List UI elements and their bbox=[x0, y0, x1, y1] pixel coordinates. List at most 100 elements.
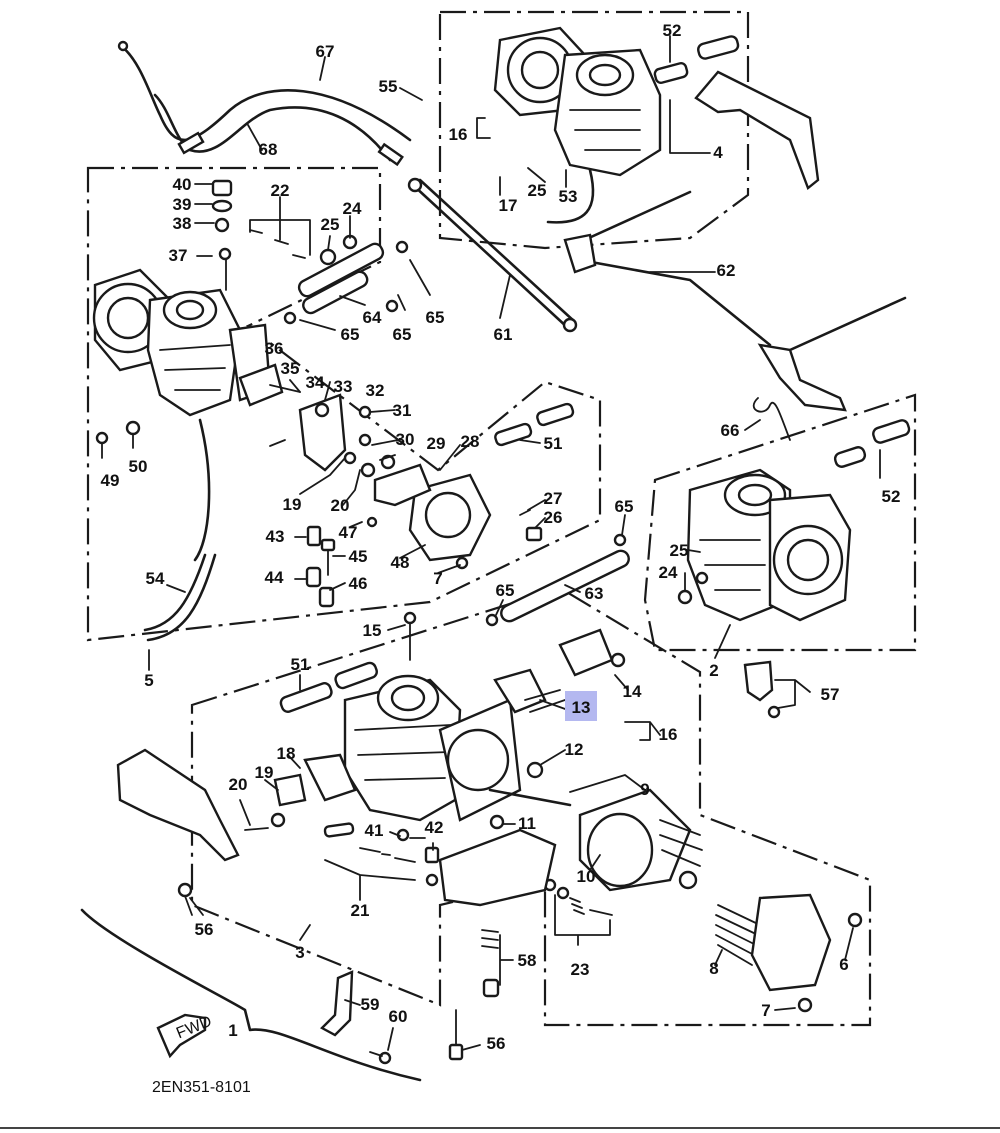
callout-7-mid[interactable]: 7 bbox=[433, 569, 442, 588]
callout-31[interactable]: 31 bbox=[393, 401, 412, 420]
callout-60[interactable]: 60 bbox=[389, 1007, 408, 1026]
callout-52-top[interactable]: 52 bbox=[663, 21, 682, 40]
callout-57[interactable]: 57 bbox=[821, 685, 840, 704]
carburetor-assembly-3[interactable] bbox=[116, 611, 863, 1065]
callout-8[interactable]: 8 bbox=[709, 959, 718, 978]
callout-13[interactable]: 13 bbox=[572, 698, 591, 717]
callout-7-bottom[interactable]: 7 bbox=[761, 1001, 770, 1020]
callout-10[interactable]: 10 bbox=[577, 867, 596, 886]
callout-62[interactable]: 62 bbox=[717, 261, 736, 280]
callout-25-top[interactable]: 25 bbox=[528, 181, 547, 200]
callout-14[interactable]: 14 bbox=[623, 682, 642, 701]
callout-42[interactable]: 42 bbox=[425, 818, 444, 837]
callout-18[interactable]: 18 bbox=[277, 744, 296, 763]
callout-61[interactable]: 61 bbox=[494, 325, 513, 344]
callout-55[interactable]: 55 bbox=[379, 77, 398, 96]
callout-47[interactable]: 47 bbox=[339, 523, 358, 542]
callout-41[interactable]: 41 bbox=[365, 821, 384, 840]
callout-35[interactable]: 35 bbox=[281, 359, 300, 378]
callout-65-c[interactable]: 65 bbox=[393, 325, 412, 344]
carburetor-assembly-2[interactable] bbox=[677, 397, 911, 719]
callout-65-e[interactable]: 65 bbox=[496, 581, 515, 600]
callout-20-left[interactable]: 20 bbox=[331, 496, 350, 515]
callout-67[interactable]: 67 bbox=[316, 42, 335, 61]
callout-22[interactable]: 22 bbox=[271, 181, 290, 200]
callout-19-left[interactable]: 19 bbox=[283, 495, 302, 514]
callout-46[interactable]: 46 bbox=[349, 574, 368, 593]
link-18 bbox=[303, 753, 357, 802]
callout-56-bottom[interactable]: 56 bbox=[487, 1034, 506, 1053]
callout-33[interactable]: 33 bbox=[334, 377, 353, 396]
callout-54[interactable]: 54 bbox=[146, 569, 165, 588]
callout-3[interactable]: 3 bbox=[295, 943, 304, 962]
drawing-code: 2EN351-8101 bbox=[152, 1079, 251, 1096]
callout-65-a[interactable]: 65 bbox=[426, 308, 445, 327]
callout-45[interactable]: 45 bbox=[349, 547, 368, 566]
carburetor-assembly-5[interactable] bbox=[92, 179, 575, 642]
callout-43[interactable]: 43 bbox=[266, 527, 285, 546]
callout-24-right[interactable]: 24 bbox=[659, 563, 678, 582]
callout-21[interactable]: 21 bbox=[351, 901, 370, 920]
callout-44[interactable]: 44 bbox=[265, 568, 284, 587]
callout-59[interactable]: 59 bbox=[361, 995, 380, 1014]
callout-24-left[interactable]: 24 bbox=[343, 199, 362, 218]
cover-8 bbox=[750, 893, 832, 992]
callout-63[interactable]: 63 bbox=[585, 584, 604, 603]
callout-6[interactable]: 6 bbox=[839, 955, 848, 974]
lever-59 bbox=[320, 970, 354, 1037]
callout-66[interactable]: 66 bbox=[721, 421, 740, 440]
throttle-cables[interactable] bbox=[117, 40, 412, 167]
callout-39[interactable]: 39 bbox=[173, 195, 192, 214]
callout-27[interactable]: 27 bbox=[544, 489, 563, 508]
callout-58[interactable]: 58 bbox=[518, 951, 537, 970]
callout-56-left[interactable]: 56 bbox=[195, 920, 214, 939]
hoses-51-63[interactable] bbox=[279, 533, 631, 713]
callout-48[interactable]: 48 bbox=[391, 553, 410, 572]
cover-14 bbox=[558, 628, 614, 677]
callout-34[interactable]: 34 bbox=[306, 373, 325, 392]
hose-51d bbox=[334, 661, 378, 690]
callout-49[interactable]: 49 bbox=[101, 471, 120, 490]
callout-19-bottom[interactable]: 19 bbox=[255, 763, 274, 782]
callout-20-bottom[interactable]: 20 bbox=[229, 775, 248, 794]
callout-29[interactable]: 29 bbox=[427, 434, 446, 453]
callout-32[interactable]: 32 bbox=[366, 381, 385, 400]
callout-52-right[interactable]: 52 bbox=[882, 487, 901, 506]
callout-23[interactable]: 23 bbox=[571, 960, 590, 979]
callout-65-d[interactable]: 65 bbox=[615, 497, 634, 516]
callout-50[interactable]: 50 bbox=[129, 457, 148, 476]
callout-4[interactable]: 4 bbox=[713, 143, 723, 162]
linkage-rod-61-62[interactable] bbox=[407, 177, 907, 412]
callout-16-bottom[interactable]: 16 bbox=[659, 725, 678, 744]
callout-28[interactable]: 28 bbox=[461, 432, 480, 451]
callout-16-top[interactable]: 16 bbox=[449, 125, 468, 144]
callout-30[interactable]: 30 bbox=[396, 430, 415, 449]
callout-64[interactable]: 64 bbox=[363, 308, 382, 327]
callout-11[interactable]: 11 bbox=[518, 814, 536, 833]
callout-68[interactable]: 68 bbox=[259, 140, 278, 159]
highlight-part-13 bbox=[565, 691, 597, 721]
callout-12[interactable]: 12 bbox=[565, 740, 584, 759]
callout-1[interactable]: 1 bbox=[228, 1021, 237, 1040]
callout-51-mid[interactable]: 51 bbox=[544, 434, 563, 453]
hose-51b bbox=[536, 402, 575, 427]
callout-40[interactable]: 40 bbox=[173, 175, 192, 194]
callout-51-bottom[interactable]: 51 bbox=[291, 655, 310, 674]
callout-65-b[interactable]: 65 bbox=[341, 325, 360, 344]
carburetor-assembly-4[interactable] bbox=[493, 26, 820, 224]
callout-15[interactable]: 15 bbox=[363, 621, 382, 640]
callout-37[interactable]: 37 bbox=[169, 246, 188, 265]
hose-51c bbox=[279, 682, 333, 713]
callout-2[interactable]: 2 bbox=[709, 661, 718, 680]
callout-26[interactable]: 26 bbox=[544, 508, 563, 527]
callout-17[interactable]: 17 bbox=[499, 196, 518, 215]
callout-53[interactable]: 53 bbox=[559, 187, 578, 206]
boundary-assembly-2 bbox=[643, 393, 917, 652]
callout-36[interactable]: 36 bbox=[265, 339, 284, 358]
callout-5[interactable]: 5 bbox=[144, 671, 153, 690]
callout-25-right[interactable]: 25 bbox=[670, 541, 689, 560]
callout-9[interactable]: 9 bbox=[640, 780, 649, 799]
callout-38[interactable]: 38 bbox=[173, 214, 192, 233]
screw-45 bbox=[320, 538, 336, 552]
callout-25-left[interactable]: 25 bbox=[321, 215, 340, 234]
